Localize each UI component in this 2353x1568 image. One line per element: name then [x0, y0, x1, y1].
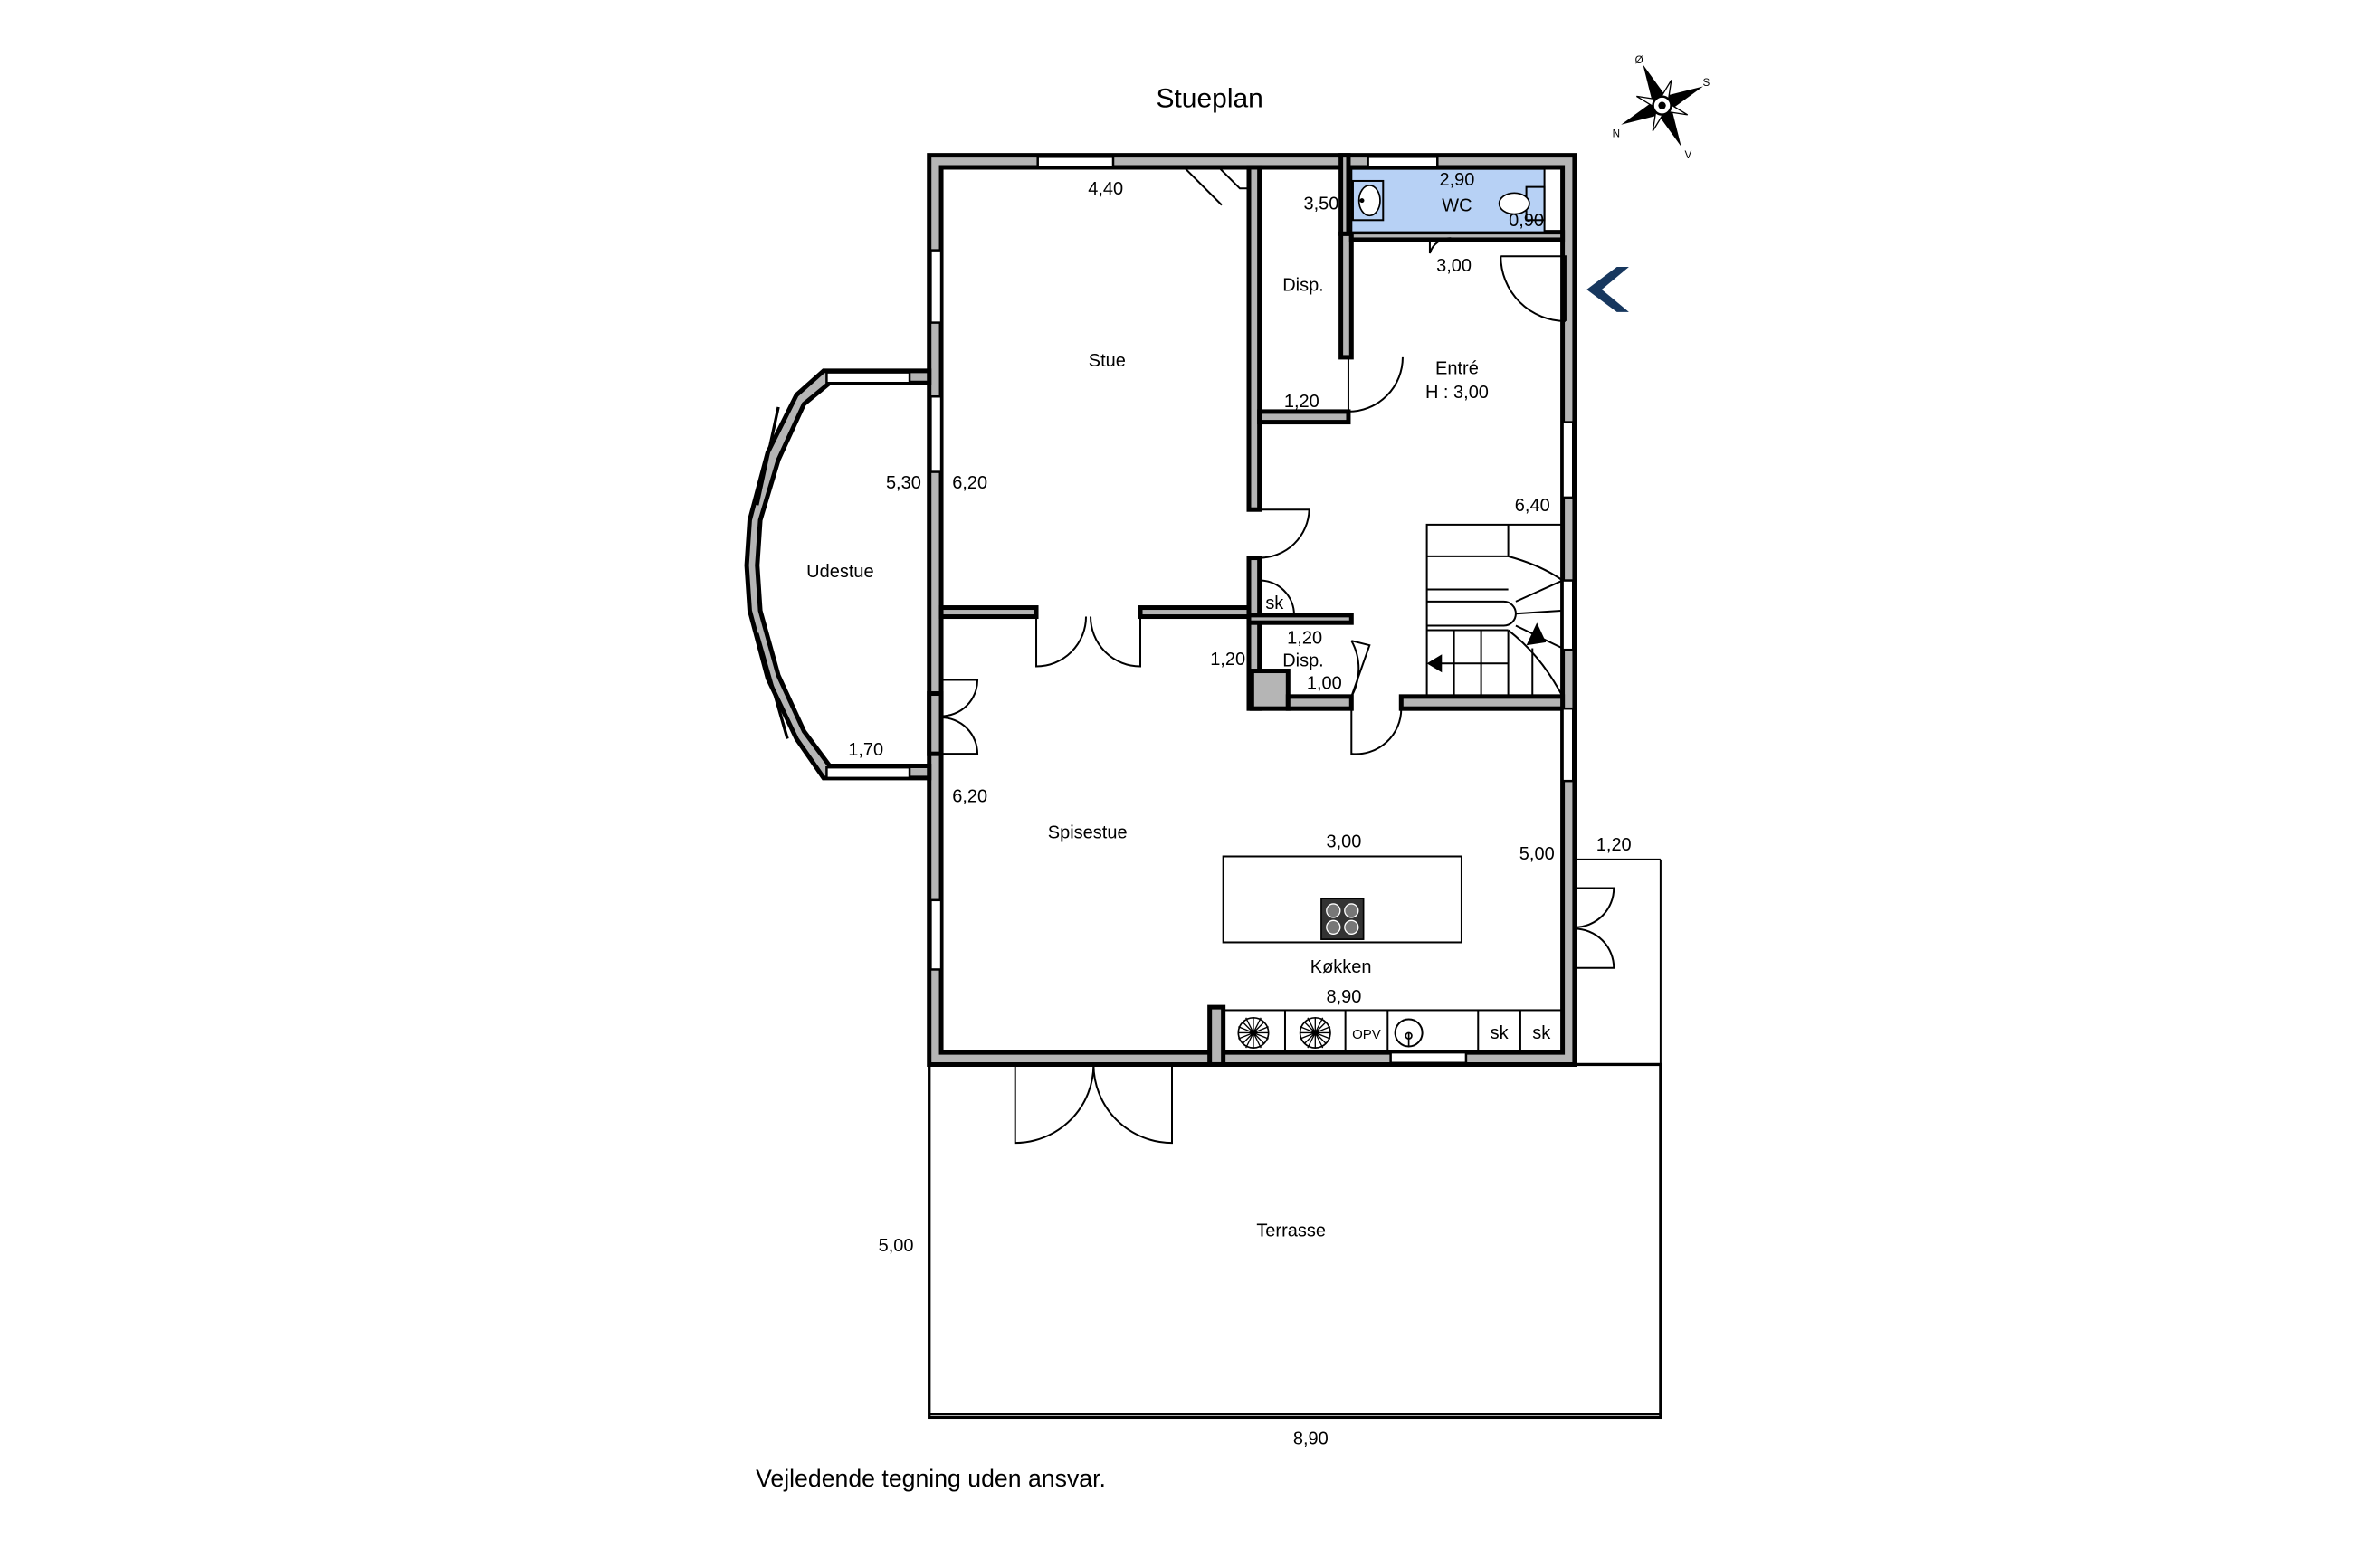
fan-icon	[1237, 1016, 1270, 1049]
dimension-labels: 4,40 2,90 3,50 0,90 3,00 1,20 5,30 6,20 …	[848, 170, 1631, 1449]
room-label-entre-height: H : 3,00	[1425, 383, 1489, 403]
appliance-label-sk: sk	[1532, 1023, 1551, 1043]
dim-kitchen-width: 8,90	[1327, 987, 1362, 1007]
appliance-label-opv: OPV	[1352, 1027, 1381, 1042]
appliance-label-sk: sk	[1491, 1023, 1510, 1043]
room-label-kokken: Køkken	[1310, 957, 1372, 977]
dim-disp-small-width: 1,20	[1287, 629, 1322, 649]
kitchen-sink-icon	[1394, 1018, 1424, 1048]
appliance-labels: OPV sk sk	[1352, 1023, 1551, 1043]
dim-disp-small-depth: 1,00	[1307, 674, 1342, 694]
dim-terrace-width: 8,90	[1293, 1429, 1329, 1449]
compass-label-south: S	[1703, 77, 1710, 89]
door-swings	[941, 166, 1615, 1145]
room-label-disp-top: Disp.	[1282, 276, 1324, 296]
compass-label-west: V	[1685, 149, 1692, 161]
compass-label-east: Ø	[1635, 54, 1643, 66]
interior-walls	[927, 153, 1566, 1067]
room-label-udestue: Udestue	[806, 562, 873, 582]
compass-label-north: N	[1613, 128, 1620, 140]
dim-stue-width: 4,40	[1088, 179, 1123, 199]
dim-stue-depth: 6,20	[952, 473, 987, 493]
kitchen-island	[1222, 855, 1462, 944]
plan-title: Stueplan	[1156, 83, 1262, 113]
room-labels: Stue Udestue Disp. WC Entré H : 3,00 Dis…	[806, 195, 1489, 1240]
dim-disp-width: 1,20	[1284, 392, 1319, 412]
dim-entre-depth: 6,40	[1515, 496, 1550, 516]
compass-icon	[1621, 64, 1703, 147]
dim-wc-width: 2,90	[1439, 170, 1474, 190]
dim-terrace-ext: 1,20	[1596, 835, 1632, 855]
wc-sink-icon	[1351, 179, 1385, 222]
room-label-wc: WC	[1442, 195, 1472, 215]
fan-icon	[1299, 1016, 1331, 1049]
dim-udestue-width: 1,70	[848, 740, 883, 760]
dim-entre-width: 3,00	[1436, 256, 1472, 276]
dim-sk-width: 1,20	[1210, 650, 1245, 670]
dim-wc-depth: 0,90	[1509, 211, 1544, 231]
staircase	[1425, 523, 1564, 698]
room-label-entre: Entré	[1435, 358, 1479, 378]
dim-terrace-depth: 5,00	[879, 1236, 914, 1256]
dim-spisestue-depth: 6,20	[952, 786, 987, 806]
room-label-sk-small: sk	[1265, 594, 1284, 613]
dim-udestue-depth: 5,30	[886, 473, 921, 493]
dim-kitchen-depth: 5,00	[1519, 844, 1555, 864]
room-label-terrasse: Terrasse	[1256, 1221, 1326, 1240]
toilet-icon	[1498, 185, 1546, 222]
dim-disp-height: 3,50	[1304, 195, 1339, 214]
room-label-spisestue: Spisestue	[1048, 822, 1128, 842]
room-label-disp-small: Disp.	[1282, 651, 1324, 671]
room-label-stue: Stue	[1089, 351, 1126, 371]
disclaimer-text: Vejledende tegning uden ansvar.	[756, 1465, 1106, 1492]
entrance-arrow-icon	[1586, 266, 1629, 312]
kitchen-counter	[1222, 1009, 1564, 1054]
dim-island-width: 3,00	[1327, 832, 1362, 851]
cooktop-icon	[1320, 898, 1365, 940]
